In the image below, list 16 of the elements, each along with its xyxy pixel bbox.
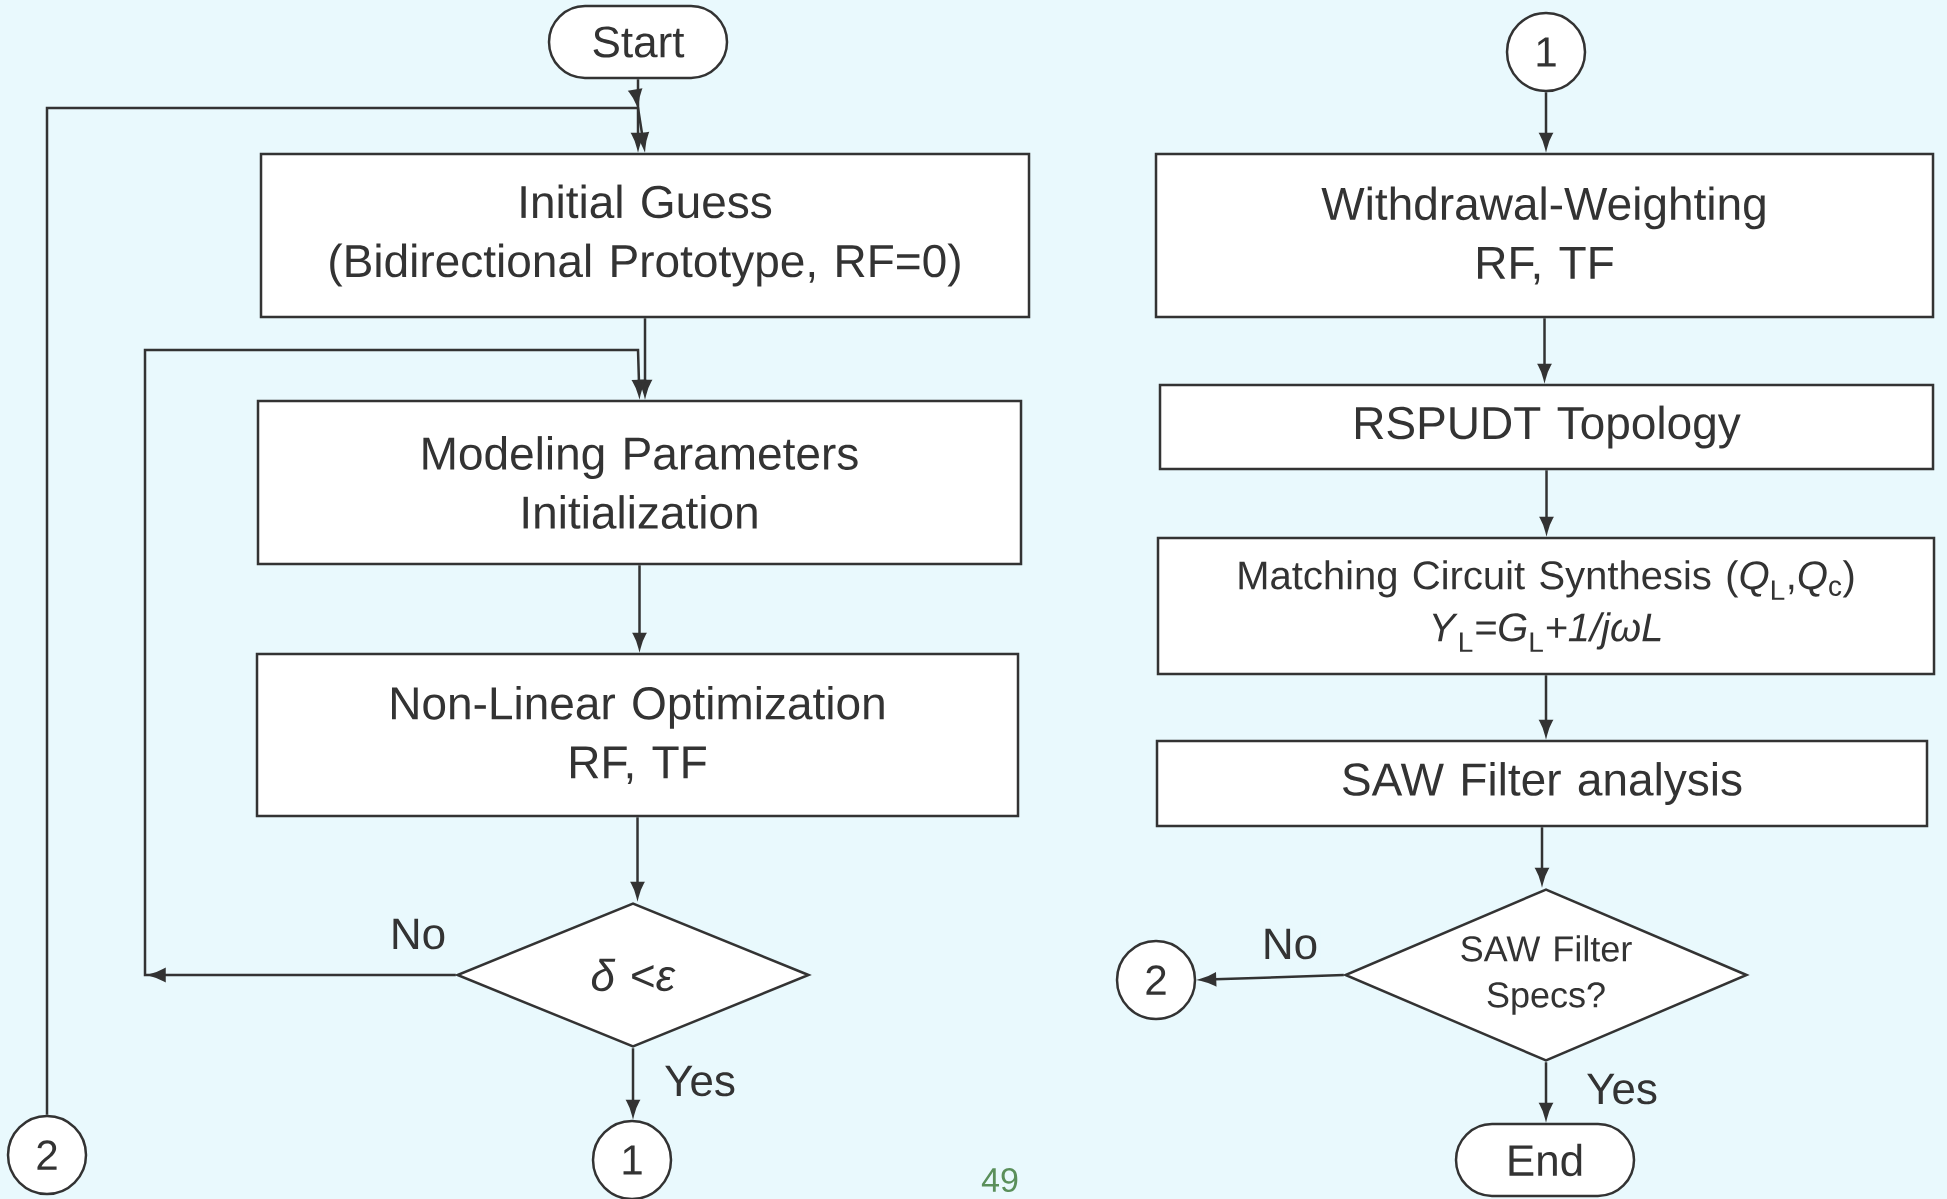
process-box: RSPUDT Topology xyxy=(1158,383,1935,471)
page-number: 49 xyxy=(981,1167,1018,1193)
edge-label: Yes xyxy=(1584,1071,1660,1107)
edge-label: No xyxy=(1259,926,1321,962)
edge-label: Yes xyxy=(662,1063,738,1099)
process-box: Non-Linear Optimization RF, TF xyxy=(255,652,1020,818)
terminal-box: Start xyxy=(547,4,729,80)
process-box: Withdrawal-Weighting RF, TF xyxy=(1154,152,1935,319)
arrow xyxy=(45,88,649,1115)
process-box: Matching Circuit Synthesis (Q$_{L}$,Q$_{c}$) Y$_{L}$=G$_{L}$+1/jωL xyxy=(1156,536,1936,676)
process-box: SAW Filter analysis xyxy=(1155,739,1929,828)
process-box: Initial Guess (Bidirectional Prototype, RF=0) xyxy=(259,152,1031,319)
terminal-box: End xyxy=(1454,1122,1636,1198)
arrow xyxy=(143,348,646,982)
process-box: Modeling Parameters Initialization xyxy=(256,399,1023,566)
edge-label: No xyxy=(387,916,449,952)
